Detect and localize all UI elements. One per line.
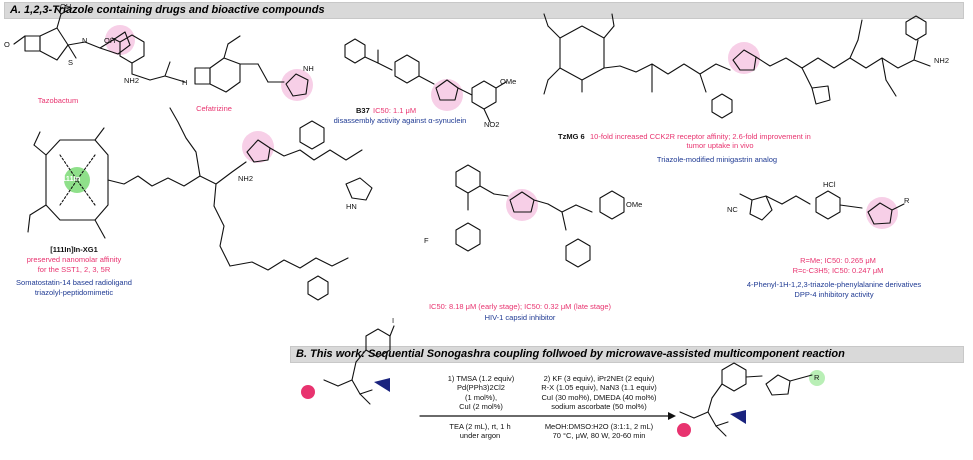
product-alkyne-wedge	[730, 410, 746, 424]
atom-label-oh-cef: OH	[104, 36, 116, 45]
product-structure	[679, 362, 813, 437]
b37-structure	[344, 38, 507, 123]
xg1-label: [111In]In-XG1	[50, 245, 98, 254]
step1-line-2: Pd(PPh3)2Cl2	[457, 383, 505, 393]
tzmg-note-1: 10-fold increased CCK2R receptor affinit…	[590, 132, 811, 141]
atom-label-nh-cef: H	[182, 78, 188, 87]
atom-label-s: S	[68, 58, 74, 67]
step1-line-1: 1) TMSA (1.2 equiv)	[447, 374, 515, 383]
atom-label-no2: NO2	[484, 120, 500, 129]
step1-below-2: under argon	[459, 431, 501, 441]
xg1-desc-2: triazolyl-peptidomimetic	[34, 288, 114, 297]
step2-conditions: 2) KF (3 equiv), iPr2NEt (2 equiv) R-X (…	[528, 374, 670, 412]
step1-solvent: TEA (2 mL), rt, 1 h under argon	[434, 422, 526, 441]
atom-label-ome-b37: OMe	[500, 77, 517, 86]
section-b-banner: B. This work: Sequential Sonogashra coup…	[290, 346, 964, 363]
atom-label-nh-triazole: NH	[303, 64, 314, 73]
atom-label-iodo: I	[392, 316, 395, 325]
reactant-substituent-dot	[301, 385, 315, 399]
xg1-triazole-highlight	[242, 131, 274, 163]
dpp-ic50-cp: R=c-C3H5; IC50: 0.247 μM	[792, 266, 884, 275]
product-r-highlight	[809, 370, 825, 386]
atom-label-r-product: R	[814, 373, 820, 382]
atom-label-hcl: HCl	[823, 180, 836, 189]
step2-line-1: 2) KF (3 equiv), iPr2NEt (2 equiv)	[543, 374, 655, 383]
atom-label-hn-indole: HN	[346, 202, 357, 211]
hiv-structure	[455, 164, 625, 268]
tazobactum-label: Tazobactum	[37, 96, 79, 105]
tzmg-triazole-highlight	[728, 42, 760, 74]
atom-label-nh2-xg1: NH2	[238, 174, 254, 183]
step2-solvent: MeOH:DMSO:H2O (3:1:1, 2 mL) 70 °C, μW, 8…	[528, 422, 670, 441]
atom-label-nh2-tzmg: NH2	[934, 56, 950, 65]
step1-conditions: 1) TMSA (1.2 equiv) Pd(PPh3)2Cl2 (1 mol%…	[436, 374, 526, 412]
atom-label-o: O	[4, 40, 10, 49]
tzmg-note-2: tumor uptake in vivo	[686, 141, 754, 150]
atom-label-ome-hiv: OMe	[626, 200, 643, 209]
step2-line-2: R-X (1.05 equiv), NaN3 (1.1 equiv)	[541, 383, 657, 393]
reactant-structure	[323, 325, 395, 405]
section-b-title: B. This work: Sequential Sonogashra coup…	[296, 348, 845, 360]
step2-below-2: 70 °C, μW, 80 W, 20-60 min	[552, 431, 646, 441]
product-substituent-dot	[677, 423, 691, 437]
step1-line-4: CuI (2 mol%)	[459, 402, 503, 412]
dpp-desc-2: DPP-4 inhibitory activity	[794, 290, 874, 299]
section-a-banner: A. 1,2,3-Triazole containing drugs and b…	[4, 2, 964, 19]
atom-label-nc: NC	[727, 205, 738, 214]
b37-activity: disassembly activity against α-synuclein	[333, 116, 467, 125]
cefatrizine-triazole-highlight	[281, 69, 313, 101]
tazobactum-structure	[13, 5, 131, 61]
xg1-note-2: for the SST1, 2, 3, 5R	[37, 265, 111, 274]
tzmg-structure	[543, 13, 931, 119]
step1-below-1: TEA (2 mL), rt, 1 h	[449, 422, 511, 431]
tzmg-label: TzMG 6	[558, 132, 585, 141]
atom-label-f: F	[424, 236, 429, 245]
dpp-triazole-highlight	[866, 197, 898, 229]
atom-label-n: N	[82, 36, 88, 45]
dpp-desc-1: 4-Phenyl-1H-1,2,3-triazole-phenylalanine…	[746, 280, 922, 289]
b37-ic50: IC50: 1.1 μM	[373, 106, 417, 115]
cefatrizine-label: Cefatrizine	[196, 104, 232, 113]
b37-triazole-highlight	[431, 79, 463, 111]
atom-label-nh2-cef: NH2	[124, 76, 140, 85]
step2-line-3: CuI (30 mol%), DMEDA (40 mol%)	[541, 392, 657, 402]
atom-label-r-dpp: R	[904, 196, 910, 205]
atom-label-indium: 111In	[62, 174, 81, 183]
b37-label: B37	[356, 106, 370, 115]
step2-below-1: MeOH:DMSO:H2O (3:1:1, 2 mL)	[544, 422, 654, 431]
dpp-ic50-me: R=Me; IC50: 0.265 μM	[800, 256, 876, 265]
section-a-title: A. 1,2,3-Triazole containing drugs and b…	[10, 4, 325, 16]
hiv-desc: HIV-1 capsid inhibitor	[484, 313, 556, 322]
reactant-alkyne-wedge	[374, 378, 390, 392]
xg1-note-1: preserved nanomolar affinity	[26, 255, 122, 264]
hiv-ic50: IC50: 8.18 μM (early stage); IC50: 0.32 …	[428, 302, 612, 311]
step2-line-4: sodium ascorbate (50 mol%)	[551, 402, 647, 412]
atom-label-oh: OH	[60, 2, 72, 11]
cefatrizine-structure	[111, 34, 309, 97]
xg1-desc-1: Somatostatin-14 based radioligand	[16, 278, 132, 287]
dpp-structure	[739, 190, 905, 225]
xg1-structure	[27, 107, 373, 301]
tzmg-desc: Triazole-modified minigastrin analog	[656, 155, 778, 164]
step1-line-3: (1 mol%),	[464, 392, 498, 402]
